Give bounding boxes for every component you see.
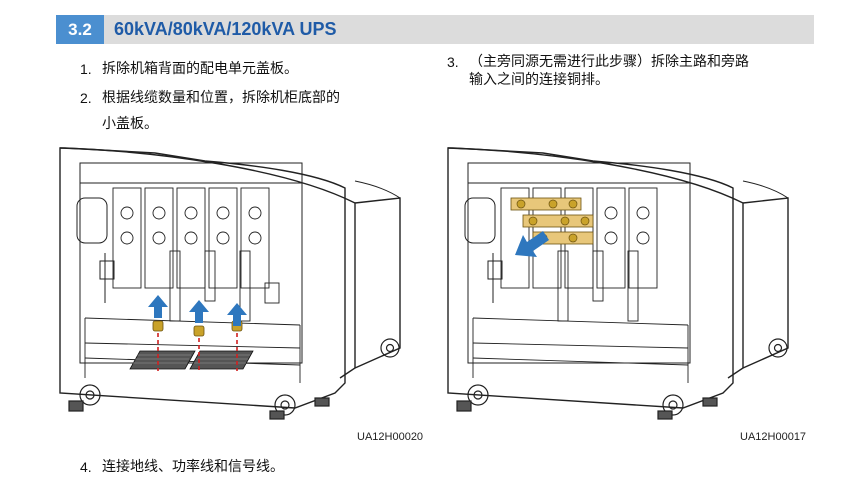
step-4: 4. 连接地线、功率线和信号线。 <box>80 457 420 477</box>
step-3-text-line2: 输入之间的连接铜排。 <box>469 72 609 88</box>
figure-2-code: UA12H00017 <box>740 431 807 443</box>
step-3-text-line1: （主旁同源无需进行此步骤）拆除主路和旁路 <box>469 54 749 70</box>
step-4-number: 4. <box>80 459 92 475</box>
step-2: 2. 根据线缆数量和位置，拆除机柜底部的 小盖板。 <box>80 88 420 132</box>
step-1: 1. 拆除机箱背面的配电单元盖板。 <box>80 59 420 79</box>
step-2-text-line2: 小盖板。 <box>102 116 158 132</box>
step-2-text-line1: 根据线缆数量和位置，拆除机柜底部的 <box>102 90 340 106</box>
step-1-number: 1. <box>80 61 92 77</box>
step-4-text: 连接地线、功率线和信号线。 <box>102 459 284 475</box>
figure-1-code: UA12H00020 <box>357 431 424 443</box>
step-3-number: 3. <box>447 54 459 70</box>
section-number: 3.2 <box>56 15 104 44</box>
step-2-number: 2. <box>80 90 92 106</box>
step-3: 3. （主旁同源无需进行此步骤）拆除主路和旁路 输入之间的连接铜排。 <box>447 52 827 92</box>
step-1-text: 拆除机箱背面的配电单元盖板。 <box>102 61 298 77</box>
section-header: 3.2 60kVA/80kVA/120kVA UPS <box>56 15 814 44</box>
section-title: 60kVA/80kVA/120kVA UPS <box>114 19 337 39</box>
ups-figure-copper-bar <box>447 147 789 420</box>
ups-figure-bottom-cover <box>59 147 401 420</box>
